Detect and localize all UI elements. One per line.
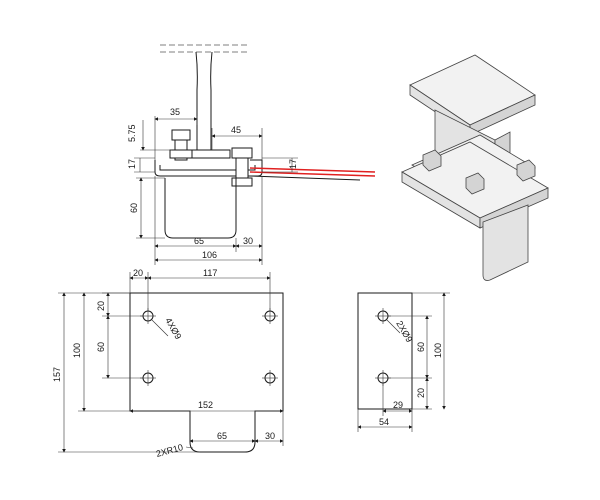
plate-dim-100: 100	[72, 343, 82, 358]
side-plate-dim-100: 100	[433, 343, 443, 358]
iso-top-flange-top	[409, 54, 536, 126]
plate-dim-20-top: 20	[133, 268, 143, 278]
dim-65-front: 65	[194, 236, 204, 246]
side-plate-hole-label: 2XØ9	[394, 319, 414, 344]
side-plate-view: 2XØ9 60 20 100 29 54	[357, 292, 450, 432]
iso-bolts	[422, 149, 536, 195]
plate-dim-117: 117	[203, 268, 217, 278]
side-plate-dim-60: 60	[416, 342, 426, 352]
dim-17-left: 17	[127, 159, 137, 169]
dim-17-right: 17	[288, 159, 298, 169]
side-plate-outline	[357, 292, 413, 410]
right-bolt-nut	[231, 177, 253, 187]
side-plate-dim-54: 54	[379, 417, 389, 427]
plate-dim-60: 60	[96, 342, 106, 352]
beam-web-left	[195, 51, 198, 150]
dim-45: 45	[231, 125, 241, 135]
left-bolt-head	[171, 129, 191, 141]
isometric-view	[401, 54, 549, 281]
iso-bolt-1	[422, 149, 442, 172]
iso-hanging-plate	[482, 204, 529, 281]
left-bolt-nut	[169, 149, 193, 159]
side-plate-dim-20: 20	[416, 388, 426, 398]
plate-hole-label: 4XØ9	[163, 316, 183, 341]
front-view: 35 5.75 45 17 17 60 65 30	[127, 44, 376, 265]
iso-bolt-2	[465, 172, 485, 195]
side-plate-dim-29: 29	[393, 400, 403, 410]
dim-60-front: 60	[129, 203, 139, 213]
wire-red-1	[249, 167, 376, 173]
plate-radius-label: 2XR10	[155, 442, 184, 459]
dim-35: 35	[170, 107, 180, 117]
plate-dim-152: 152	[198, 400, 213, 410]
plate-dim-65: 65	[217, 431, 227, 441]
dim-106: 106	[202, 250, 217, 260]
wire-red-2	[249, 171, 376, 177]
dim-5-75: 5.75	[127, 124, 137, 142]
right-bolt-head	[231, 147, 253, 159]
iso-bolt-3	[516, 159, 536, 182]
plate-dim-157: 157	[52, 367, 62, 382]
dim-30-front: 30	[243, 236, 253, 246]
plate-dim-20-left: 20	[96, 301, 106, 311]
wire-black	[249, 175, 361, 181]
plate-view: 4XØ9 20 117 20 60 100 157 152 65	[52, 268, 284, 459]
plate-dim-30: 30	[265, 431, 275, 441]
hanging-plate	[164, 178, 237, 239]
beam-web-right	[210, 51, 213, 150]
